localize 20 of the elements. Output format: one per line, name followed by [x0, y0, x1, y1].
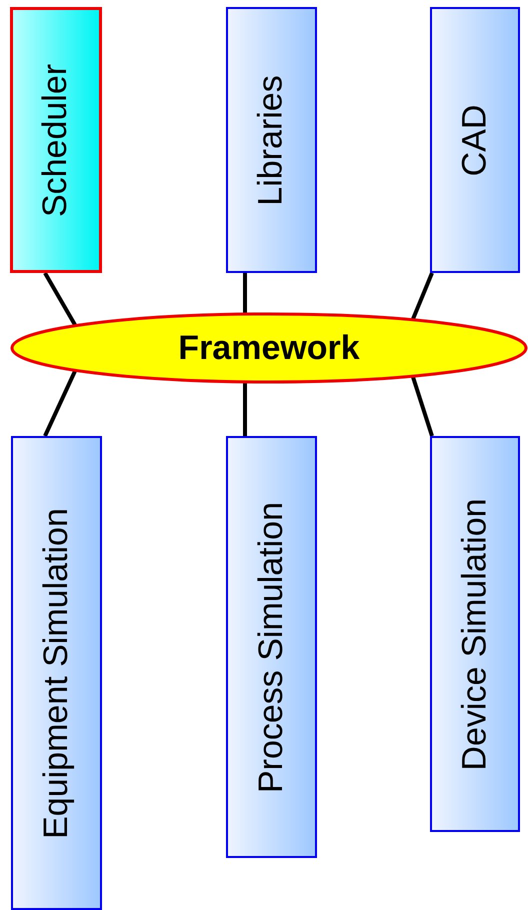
connector-line [243, 382, 247, 436]
node-label: Process Simulation [252, 502, 291, 792]
node-label: Framework [178, 328, 360, 368]
process-box [430, 436, 520, 832]
process-box [10, 7, 102, 273]
node-label: Libraries [252, 74, 291, 206]
connector-line [43, 272, 77, 326]
node-label: Device Simulation [456, 498, 494, 770]
process-box [430, 7, 520, 273]
node-label: Equipment Simulation [37, 508, 76, 838]
connector-line [43, 370, 77, 437]
node-label: Scheduler [36, 63, 76, 217]
connector-line [243, 273, 247, 314]
connector-line [411, 272, 434, 320]
process-box [226, 7, 317, 273]
process-box [11, 436, 102, 910]
connector-line [411, 376, 434, 437]
process-box [226, 436, 317, 858]
node-label: CAD [456, 104, 494, 176]
ellipse-node [10, 312, 528, 384]
